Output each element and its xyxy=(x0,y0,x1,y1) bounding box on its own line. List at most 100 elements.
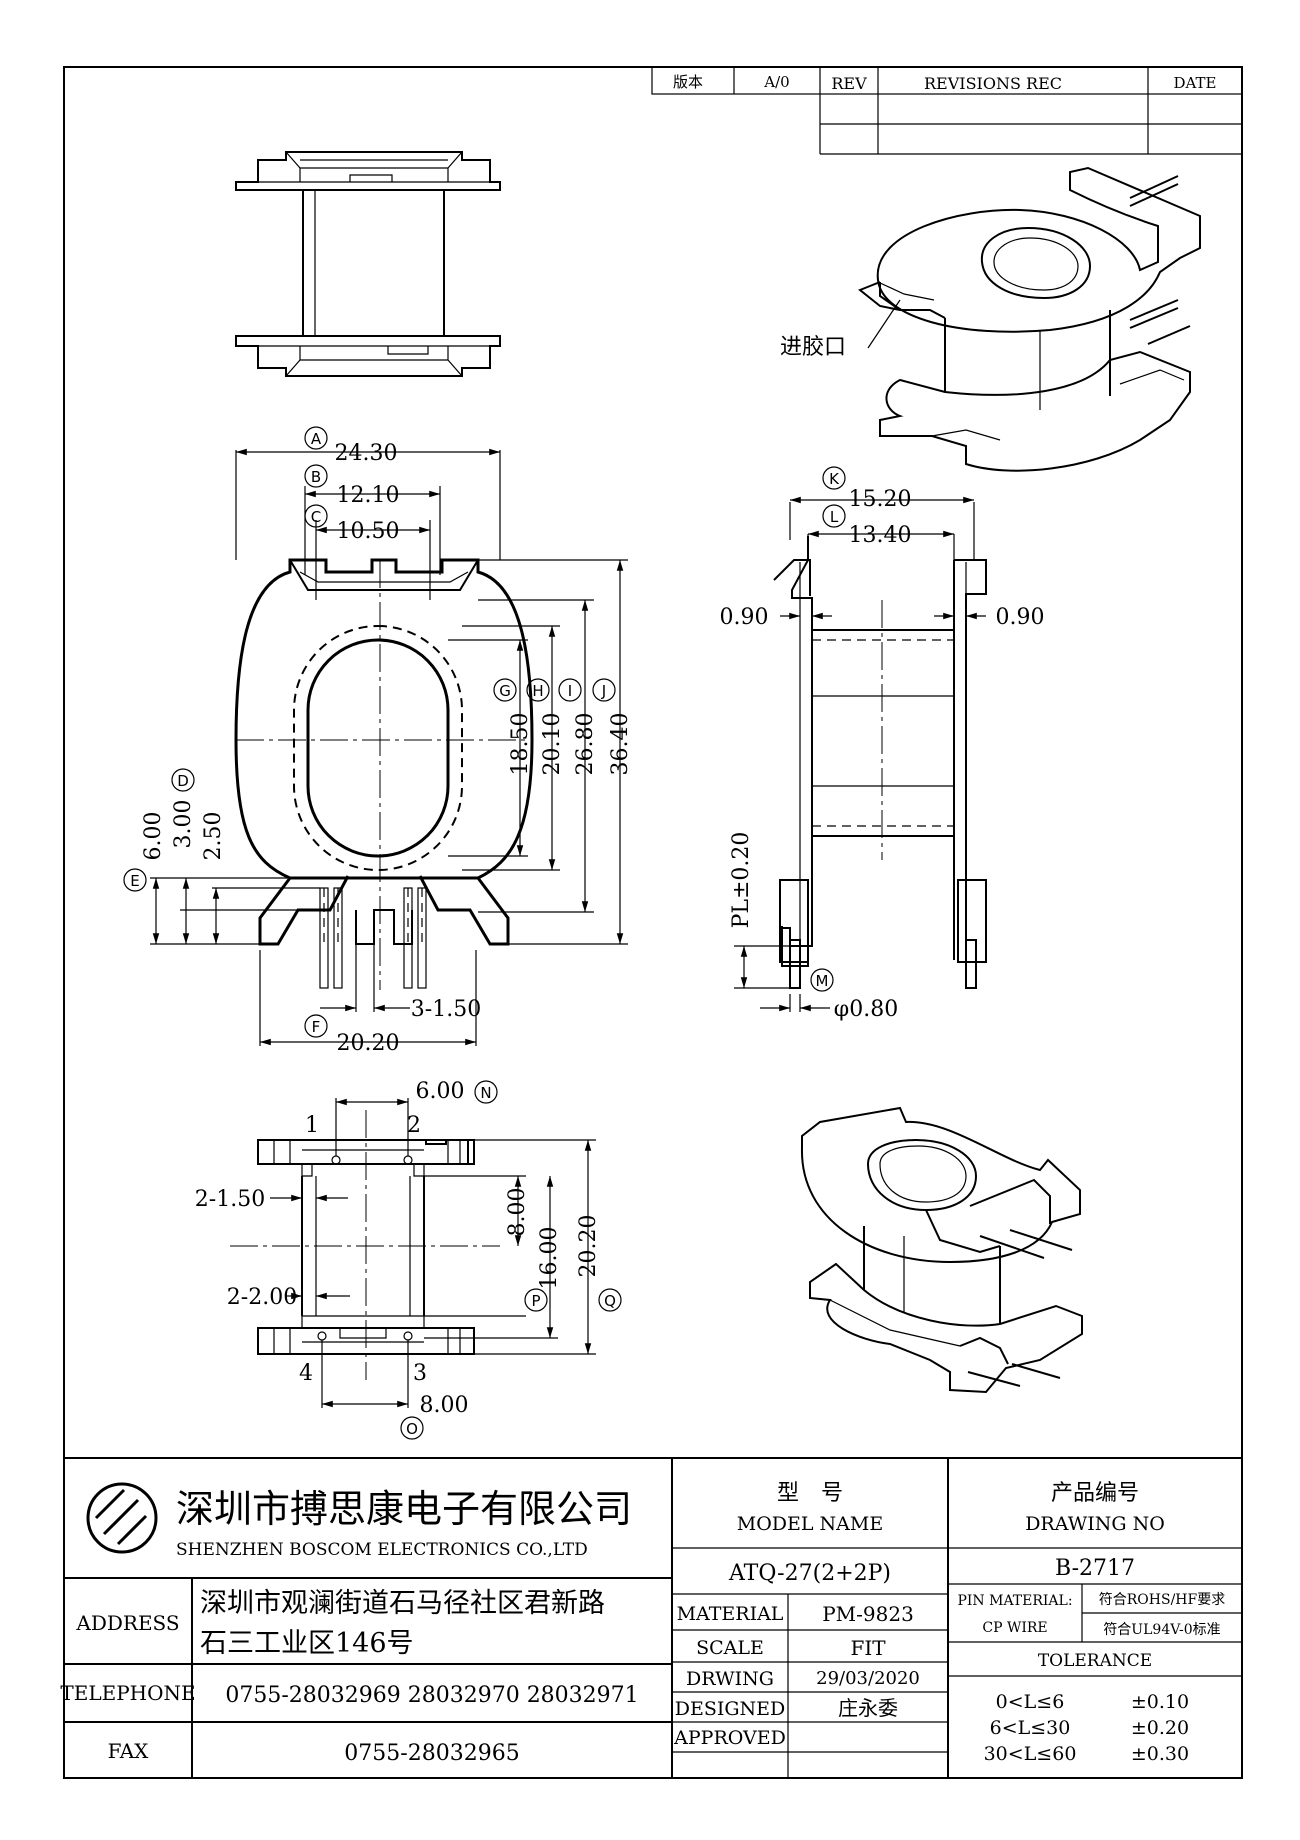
fax-value: 0755-28032965 xyxy=(344,1741,519,1766)
iso-view-bottom xyxy=(800,1106,1083,1394)
iso-view-top: 进胶口 xyxy=(780,166,1201,472)
svg-text:A: A xyxy=(311,430,322,448)
company-name-en: SHENZHEN BOSCOM ELECTRONICS CO.,LTD xyxy=(176,1540,588,1560)
material-label: MATERIAL xyxy=(677,1603,784,1625)
svg-text:E: E xyxy=(130,872,139,890)
side-view-labels: K 15.20 L 13.40 0.90 0.90 PL±0.20 M φ0.8… xyxy=(720,466,1045,1022)
dim-b: 12.10 xyxy=(337,483,400,508)
address-label: ADDRESS xyxy=(75,1611,179,1635)
svg-text:O: O xyxy=(406,1420,418,1438)
tolerance-value-3: ±0.30 xyxy=(1131,1743,1189,1765)
pin-3-label: 3 xyxy=(413,1361,427,1386)
svg-text:H: H xyxy=(532,682,543,700)
dim-d2: 2.50 xyxy=(201,812,226,861)
tolerance-value-1: ±0.10 xyxy=(1131,1691,1189,1713)
dim-slot-width: 2-1.50 xyxy=(195,1187,265,1212)
dim-j: 36.40 xyxy=(608,713,633,776)
pin-1-label: 1 xyxy=(305,1113,319,1138)
svg-text:L: L xyxy=(830,508,839,526)
telephone-label: TELEPHONE xyxy=(60,1681,195,1705)
dim-o: 8.00 xyxy=(420,1393,469,1418)
svg-text:F: F xyxy=(312,1018,321,1036)
svg-text:M: M xyxy=(816,972,829,990)
rev-version-label: 版本 xyxy=(673,73,703,91)
dim-slot-width-2: 2-2.00 xyxy=(227,1285,297,1310)
scale-value: FIT xyxy=(850,1636,886,1660)
svg-text:D: D xyxy=(177,772,189,790)
dim-wall-left: 0.90 xyxy=(720,605,769,630)
dim-half-width: 8.00 xyxy=(505,1188,530,1237)
fax-label: FAX xyxy=(108,1739,150,1763)
model-label-en: MODEL NAME xyxy=(737,1513,883,1535)
pin-material-value: CP WIRE xyxy=(982,1620,1047,1636)
dim-e: 6.00 xyxy=(141,812,166,861)
dim-d: 3.00 xyxy=(171,800,196,849)
dim-pin-length: PL±0.20 xyxy=(729,832,754,929)
dim-i: 26.80 xyxy=(573,713,598,776)
company-name-cn: 深圳市搏思康电子有限公司 xyxy=(176,1487,632,1531)
dim-c: 10.50 xyxy=(337,519,400,544)
address-line1: 深圳市观澜街道石马径社区君新路 xyxy=(200,1588,605,1619)
tolerance-range-2: 6<L≤30 xyxy=(990,1717,1071,1739)
drawing-date-value: 29/03/2020 xyxy=(816,1668,920,1689)
svg-text:K: K xyxy=(829,470,840,488)
front-view-labels: A 24.30 B 12.10 C 10.50 G H I J 18.50 20… xyxy=(123,426,633,1056)
company-logo xyxy=(86,1482,158,1554)
front-pins xyxy=(319,887,427,989)
revision-table: 版本 A/0 REV REVISIONS REC DATE xyxy=(651,66,1243,155)
front-view xyxy=(150,448,628,1046)
dim-h: 20.10 xyxy=(540,713,565,776)
revisions-label: REVISIONS REC xyxy=(924,74,1062,93)
date-label: DATE xyxy=(1174,74,1217,92)
drawing-label-cn: 产品编号 xyxy=(1051,1481,1139,1506)
dim-m: φ0.80 xyxy=(834,997,898,1022)
svg-text:B: B xyxy=(311,468,321,486)
designed-value: 庄永委 xyxy=(838,1696,898,1720)
model-label-cn: 型 号 xyxy=(777,1481,843,1506)
tolerance-range-3: 30<L≤60 xyxy=(984,1743,1077,1765)
pin-4-label: 4 xyxy=(299,1361,313,1386)
ul-note: 符合UL94V-0标准 xyxy=(1103,1622,1220,1638)
dim-a: 24.30 xyxy=(335,441,398,466)
model-value: ATQ-27(2+2P) xyxy=(728,1561,891,1586)
pin-material-label: PIN MATERIAL: xyxy=(957,1593,1072,1609)
rohs-note: 符合ROHS/HF要求 xyxy=(1099,1592,1225,1608)
title-block: 深圳市搏思康电子有限公司 SHENZHEN BOSCOM ELECTRONICS… xyxy=(60,1457,1242,1778)
dim-k: 15.20 xyxy=(849,487,912,512)
top-view xyxy=(235,151,501,377)
side-view xyxy=(734,496,987,1012)
svg-text:I: I xyxy=(568,682,572,700)
material-value: PM-9823 xyxy=(822,1602,914,1626)
svg-text:G: G xyxy=(499,682,511,700)
dim-pin-width: 3-1.50 xyxy=(411,997,481,1022)
bottom-view xyxy=(230,1098,596,1408)
dim-q: 20.20 xyxy=(576,1215,601,1278)
dim-l: 13.40 xyxy=(849,523,912,548)
scale-label: SCALE xyxy=(696,1637,764,1659)
rev-version-value: A/0 xyxy=(763,73,789,91)
drawing-date-label: DRWING xyxy=(686,1668,774,1690)
gate-label: 进胶口 xyxy=(780,335,846,360)
drawing-label-en: DRAWING NO xyxy=(1025,1513,1165,1535)
svg-text:P: P xyxy=(531,1292,540,1310)
tolerance-range-1: 0<L≤6 xyxy=(996,1691,1065,1713)
drawing-value: B-2717 xyxy=(1055,1556,1135,1581)
tolerance-label: TOLERANCE xyxy=(1038,1651,1152,1671)
svg-text:C: C xyxy=(311,508,321,526)
dim-f: 20.20 xyxy=(337,1031,400,1056)
tolerance-value-2: ±0.20 xyxy=(1131,1717,1189,1739)
dim-wall-right: 0.90 xyxy=(996,605,1045,630)
pin-2-label: 2 xyxy=(407,1113,421,1138)
rev-label: REV xyxy=(831,74,867,93)
svg-text:J: J xyxy=(601,682,606,700)
designed-label: DESIGNED xyxy=(675,1698,786,1720)
address-line2: 石三工业区146号 xyxy=(200,1628,414,1659)
bottom-view-labels: 6.00 N 2-1.50 2-2.00 8.00 16.00 P 20.20 … xyxy=(195,1079,622,1440)
svg-text:Q: Q xyxy=(604,1292,616,1310)
dim-g: 18.50 xyxy=(508,713,533,776)
dim-n: 6.00 xyxy=(416,1079,465,1104)
dim-p: 16.00 xyxy=(537,1227,562,1290)
approved-label: APPROVED xyxy=(673,1727,786,1749)
telephone-value: 0755-28032969 28032970 28032971 xyxy=(225,1683,638,1708)
